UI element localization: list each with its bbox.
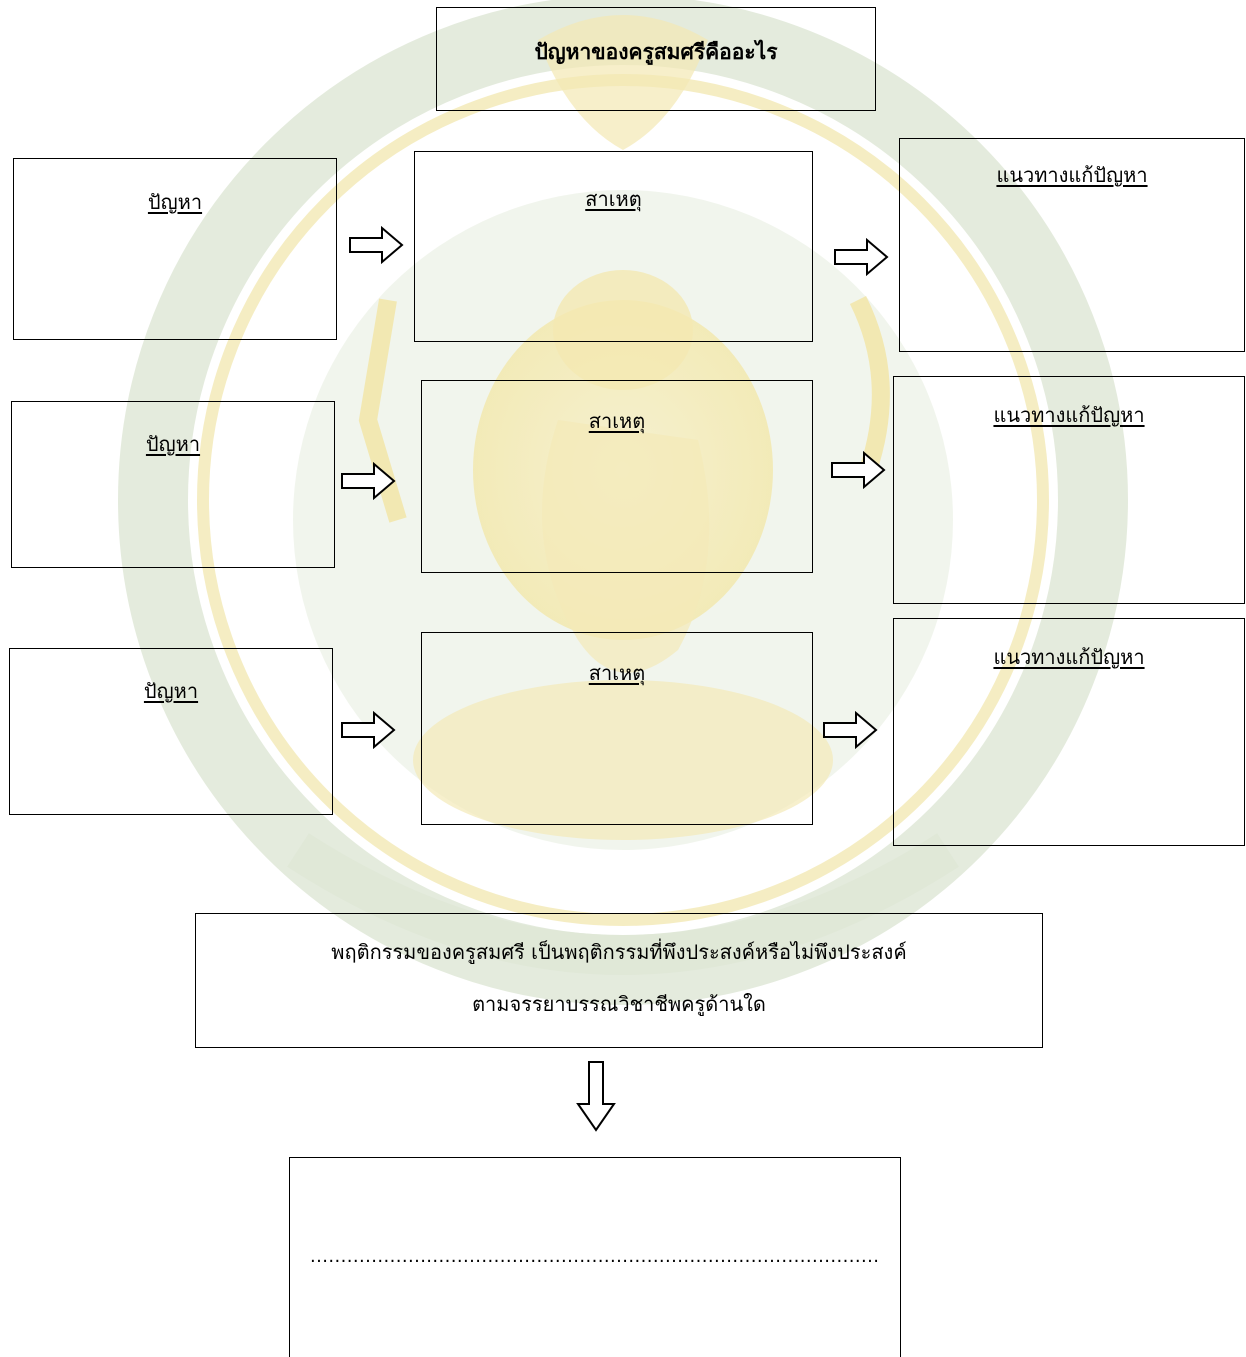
question-line-2: ตามจรรยาบรรณวิชาชีพครูด้านใด bbox=[472, 992, 766, 1016]
down-arrow-icon bbox=[576, 1061, 616, 1132]
question-box: พฤติกรรมของครูสมศรี เป็นพฤติกรรมที่พึงปร… bbox=[195, 913, 1043, 1048]
cause-box-3: สาเหตุ bbox=[421, 632, 813, 825]
title-box: ปัญหาของครูสมศรีคืออะไร bbox=[436, 7, 876, 111]
solution-label-3: แนวทางแก้ปัญหา bbox=[993, 645, 1145, 669]
problem-box-3: ปัญหา bbox=[9, 648, 333, 815]
title-text: ปัญหาของครูสมศรีคืออะไร bbox=[534, 40, 778, 64]
answer-dotted-line: ........................................… bbox=[310, 1246, 880, 1267]
problem-label-1: ปัญหา bbox=[147, 190, 203, 214]
right-arrow-icon-2a bbox=[341, 462, 396, 500]
right-arrow-icon-3b bbox=[823, 711, 878, 749]
right-arrow-icon-3a bbox=[341, 711, 396, 749]
right-arrow-icon-1b bbox=[834, 238, 889, 276]
problem-box-2: ปัญหา bbox=[11, 401, 335, 568]
solution-label-2: แนวทางแก้ปัญหา bbox=[993, 403, 1145, 427]
solution-box-3: แนวทางแก้ปัญหา bbox=[893, 618, 1245, 846]
answer-box[interactable]: ........................................… bbox=[289, 1157, 901, 1357]
cause-label-3: สาเหตุ bbox=[588, 661, 646, 685]
solution-box-2: แนวทางแก้ปัญหา bbox=[893, 376, 1245, 604]
question-line-1: พฤติกรรมของครูสมศรี เป็นพฤติกรรมที่พึงปร… bbox=[331, 940, 907, 964]
problem-label-2: ปัญหา bbox=[145, 432, 201, 456]
cause-label-2: สาเหตุ bbox=[588, 409, 646, 433]
problem-label-3: ปัญหา bbox=[143, 679, 199, 703]
right-arrow-icon-1a bbox=[349, 226, 404, 264]
ganesha-emblem-watermark bbox=[118, 0, 1128, 1005]
cause-label-1: สาเหตุ bbox=[585, 187, 642, 211]
right-arrow-icon-2b bbox=[831, 451, 886, 489]
solution-label-1: แนวทางแก้ปัญหา bbox=[996, 163, 1148, 187]
problem-box-1: ปัญหา bbox=[13, 158, 337, 340]
solution-box-1: แนวทางแก้ปัญหา bbox=[899, 138, 1245, 352]
cause-box-2: สาเหตุ bbox=[421, 380, 813, 573]
cause-box-1: สาเหตุ bbox=[414, 151, 813, 342]
